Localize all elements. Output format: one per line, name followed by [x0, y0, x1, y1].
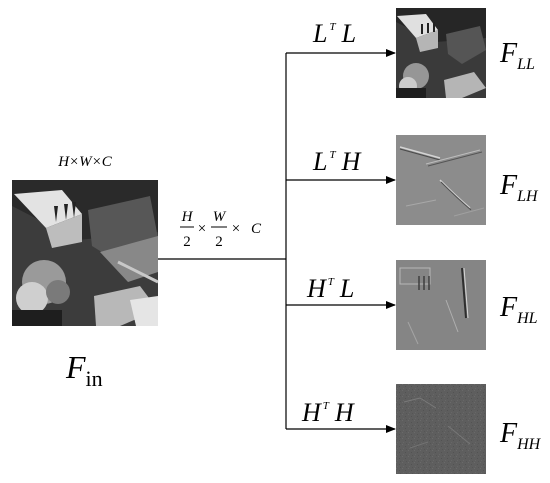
- subband-image-lh: [396, 135, 486, 225]
- input-label: Fin: [65, 349, 103, 391]
- times-symbol-2: ×: [232, 221, 240, 237]
- times-symbol-1: ×: [198, 221, 206, 237]
- w-numerator: W: [213, 209, 227, 225]
- subband-image-hl: [396, 260, 486, 350]
- output-label-ll: FLL: [499, 38, 535, 73]
- subband-image-ll: [396, 8, 486, 98]
- output-label-lh: FLH: [499, 170, 539, 205]
- output-label-hh: FHH: [499, 418, 542, 453]
- h-numerator: H: [181, 209, 194, 225]
- channel-symbol: C: [251, 221, 262, 237]
- downsampled-size-label: H 2 × W 2 × C: [180, 209, 262, 250]
- input-image: [12, 180, 159, 326]
- output-label-hl: FHL: [499, 292, 538, 327]
- input-dims-label: H×W×C: [57, 154, 113, 170]
- subband-image-hh: [396, 384, 486, 474]
- w-denominator: 2: [215, 234, 223, 250]
- h-denominator: 2: [183, 234, 191, 250]
